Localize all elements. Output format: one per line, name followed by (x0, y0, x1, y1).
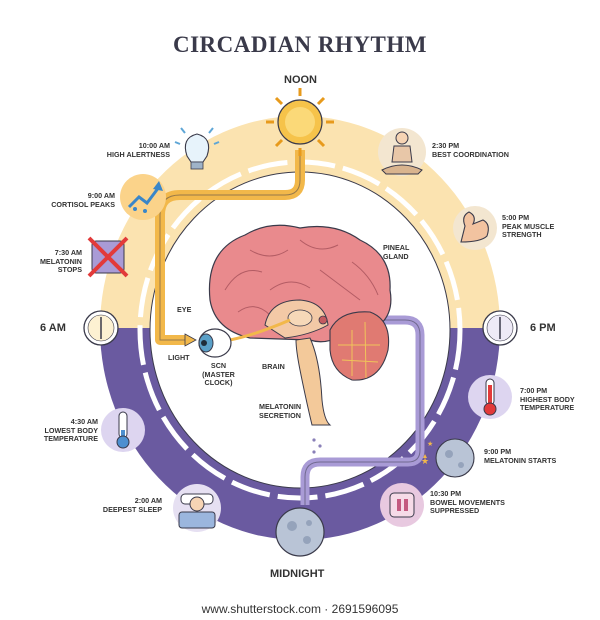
thermometer-high-icon (468, 375, 512, 419)
thermometer-low-icon (101, 408, 145, 452)
footer-credit: www.shutterstock.com · 2691596095 (201, 602, 399, 616)
brain-label: BRAIN (262, 362, 285, 371)
midnight-label: MIDNIGHT (270, 568, 325, 580)
clock-6pm-icon (482, 310, 518, 346)
light-arrow (184, 333, 197, 347)
diagram-title: CIRCADIAN RHYTHM (173, 32, 427, 57)
sleeping-person-icon (173, 484, 221, 532)
pineal-gland (318, 315, 328, 325)
melatonin-stop-icon (87, 236, 129, 278)
sun-icon (266, 88, 334, 156)
light-label: LIGHT (168, 353, 190, 362)
cerebellum (329, 311, 390, 381)
brainstem (295, 337, 332, 426)
clock-6am-icon (83, 310, 119, 346)
eye-label: EYE (177, 305, 192, 314)
rising-chart-icon (120, 174, 166, 220)
six-am-label: 6 AM (40, 322, 66, 334)
lightbulb-icon (174, 127, 220, 170)
eye-icon (198, 328, 232, 358)
moon-icon (275, 507, 325, 557)
svg-text:★: ★ (427, 440, 433, 448)
meditating-person-icon (378, 128, 426, 176)
bowel-icon (380, 483, 424, 527)
six-pm-label: 6 PM (530, 322, 556, 334)
flexed-arm-icon (453, 206, 497, 250)
svg-text:★: ★ (421, 456, 429, 466)
noon-label: NOON (284, 74, 317, 86)
brain-illustration (208, 224, 392, 454)
moon-9pm-icon: ★ ★ (421, 438, 475, 478)
